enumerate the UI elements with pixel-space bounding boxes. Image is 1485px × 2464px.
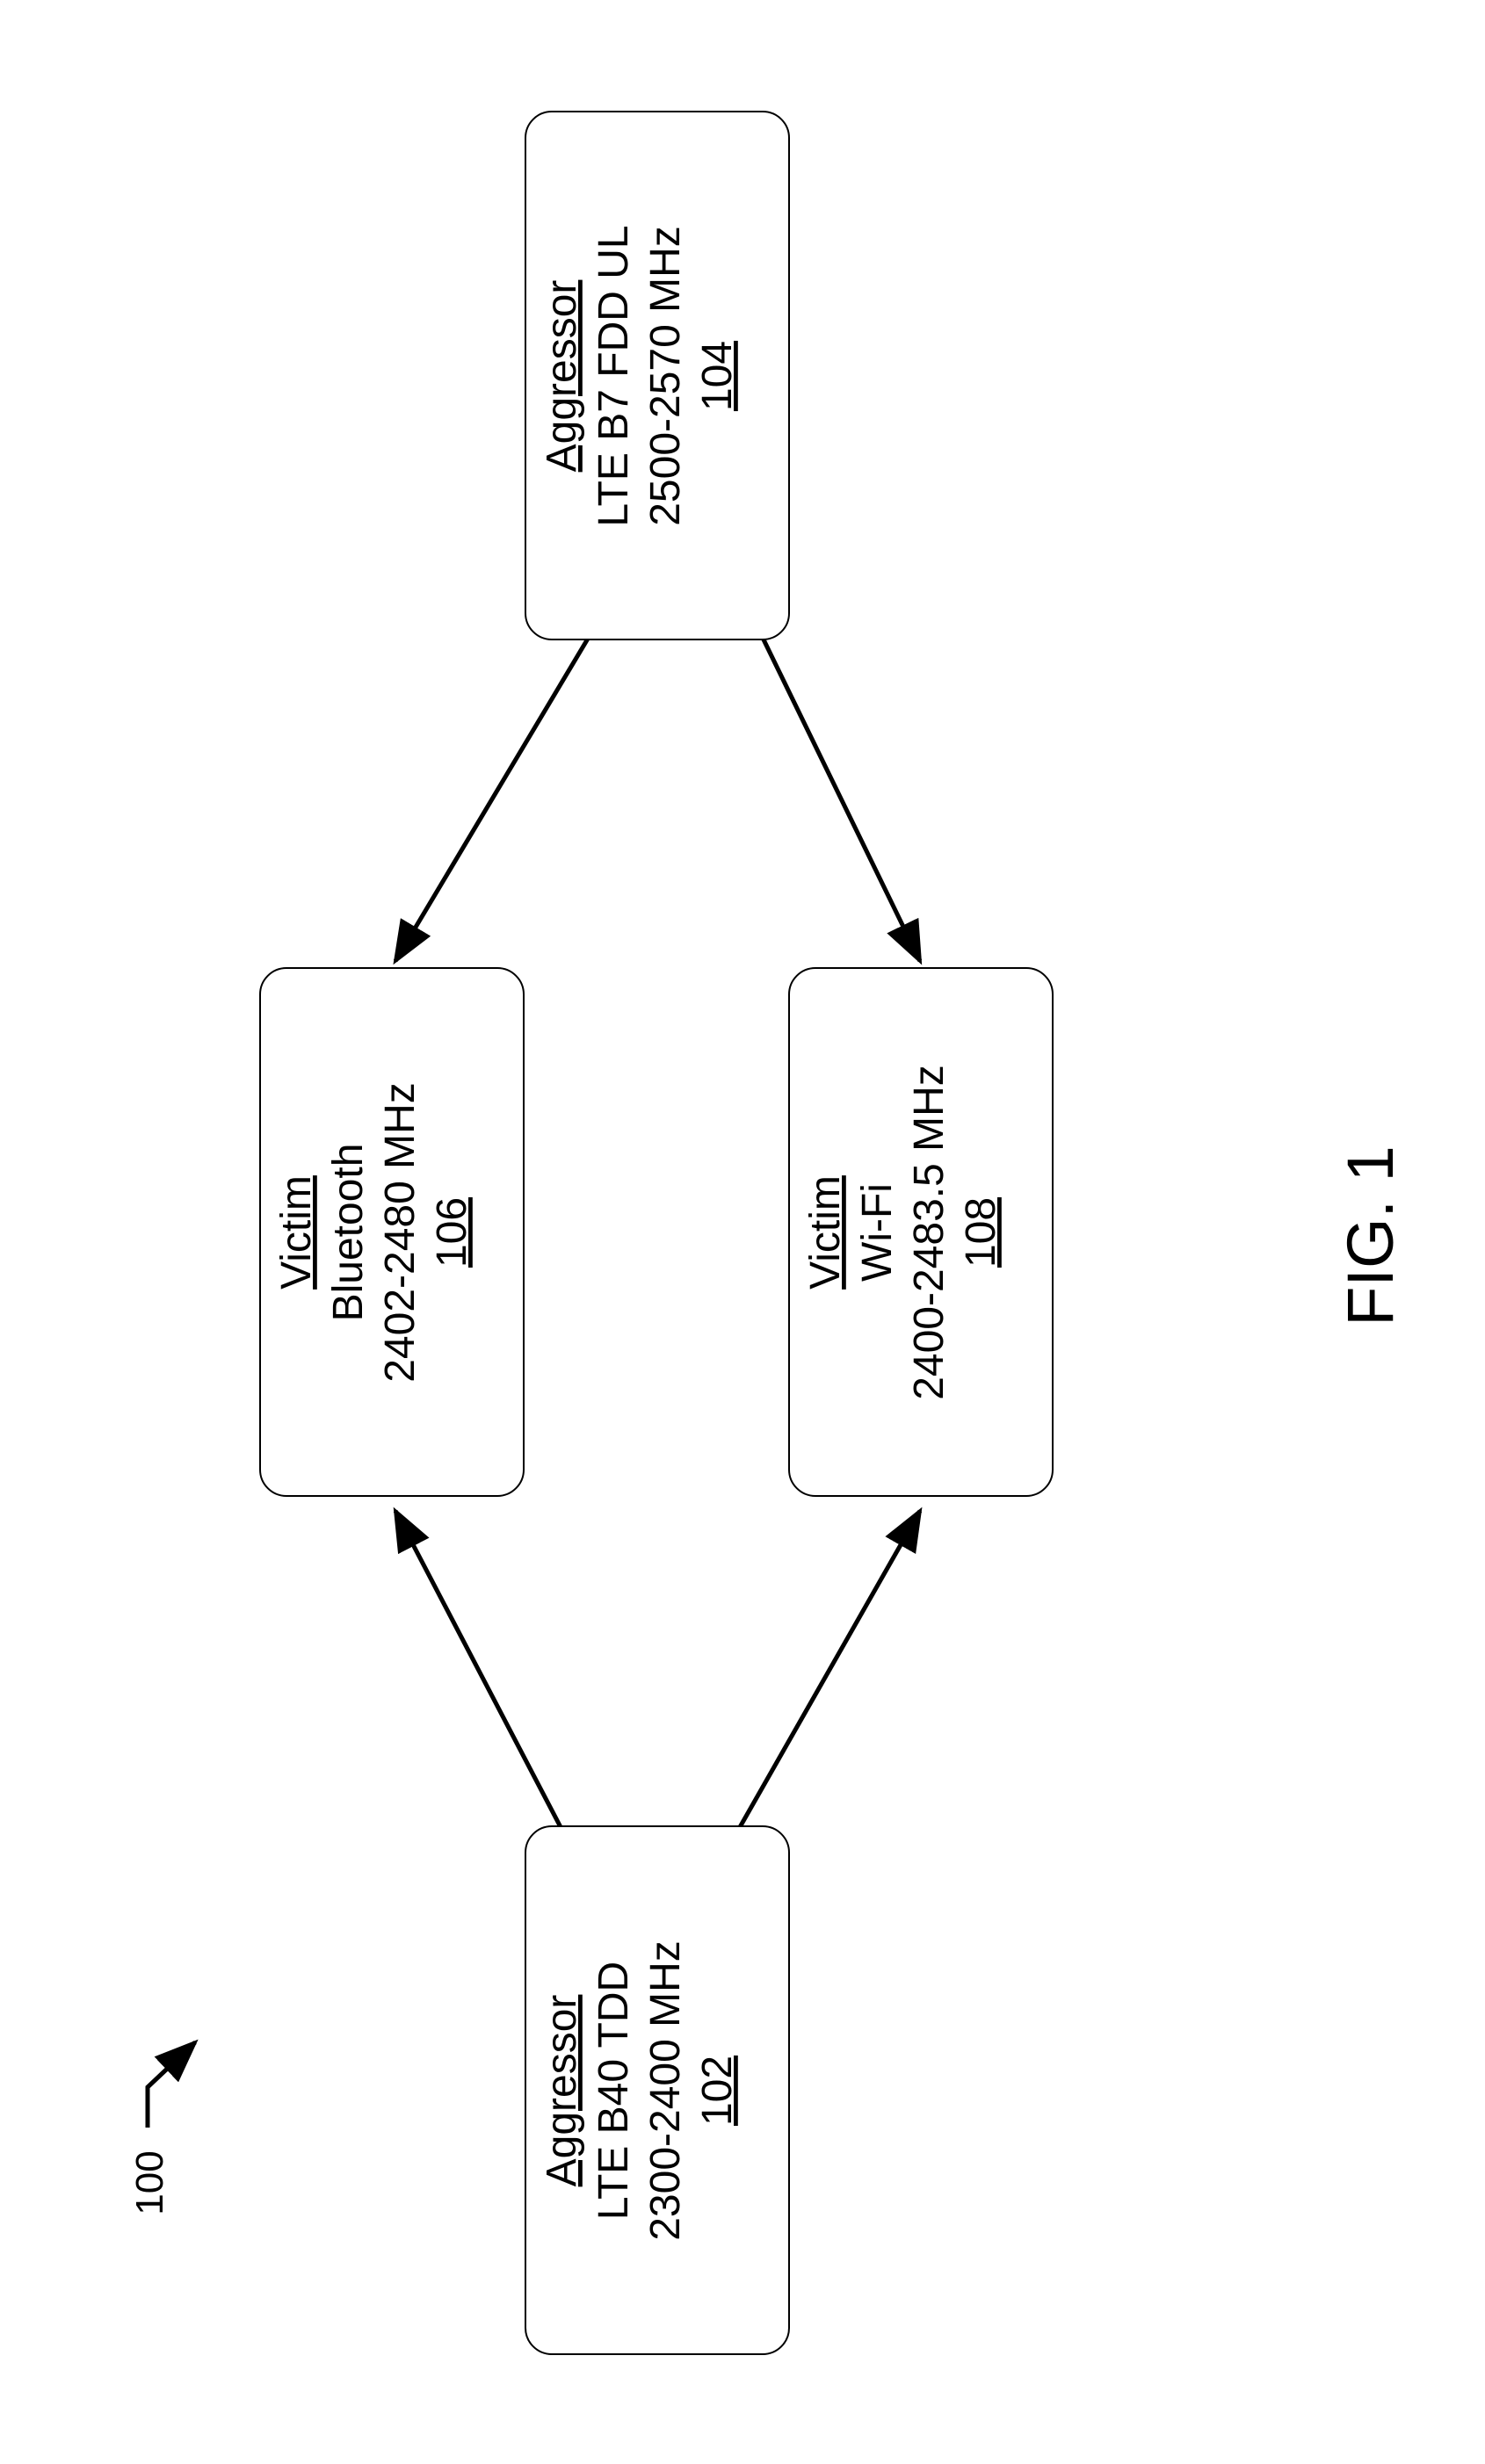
box-104-role: Aggressor xyxy=(539,280,585,473)
box-102-band: 2300-2400 MHz xyxy=(642,1940,689,2241)
box-108-tech: Wi-Fi xyxy=(854,1183,901,1282)
box-106-tech: Bluetooth xyxy=(325,1144,372,1322)
arrow-102-to-106 xyxy=(395,1511,561,1827)
box-108-role: Victim xyxy=(802,1175,849,1290)
arrow-102-to-108 xyxy=(740,1511,920,1827)
box-102-tech: LTE B40 TDD xyxy=(590,1962,637,2220)
box-victim-108: Victim Wi-Fi 2400-2483.5 MHz 108 xyxy=(789,968,1053,1496)
box-108-ref: 108 xyxy=(958,1197,1004,1268)
box-106-role: Victim xyxy=(273,1175,320,1290)
box-108-band: 2400-2483.5 MHz xyxy=(906,1065,953,1400)
arrow-104-to-108 xyxy=(761,634,920,961)
box-104-ref: 104 xyxy=(694,341,741,411)
figure-ref-pointer xyxy=(148,2042,195,2128)
box-104-tech: LTE B7 FDD UL xyxy=(590,225,637,526)
box-victim-106: Victim Bluetooth 2402-2480 MHz 106 xyxy=(260,968,524,1496)
box-106-band: 2402-2480 MHz xyxy=(377,1082,424,1383)
box-102-ref: 102 xyxy=(694,2056,741,2126)
box-104-band: 2500-2570 MHz xyxy=(642,226,689,526)
box-aggressor-102: Aggressor LTE B40 TDD 2300-2400 MHz 102 xyxy=(525,1826,789,2354)
box-106-ref: 106 xyxy=(429,1197,475,1268)
arrow-104-to-106 xyxy=(395,634,590,961)
box-aggressor-104: Aggressor LTE B7 FDD UL 2500-2570 MHz 10… xyxy=(525,112,789,639)
figure-caption: FIG. 1 xyxy=(1334,1145,1407,1326)
figure-ref-label: 100 xyxy=(128,2150,171,2215)
box-102-role: Aggressor xyxy=(539,1995,585,2187)
